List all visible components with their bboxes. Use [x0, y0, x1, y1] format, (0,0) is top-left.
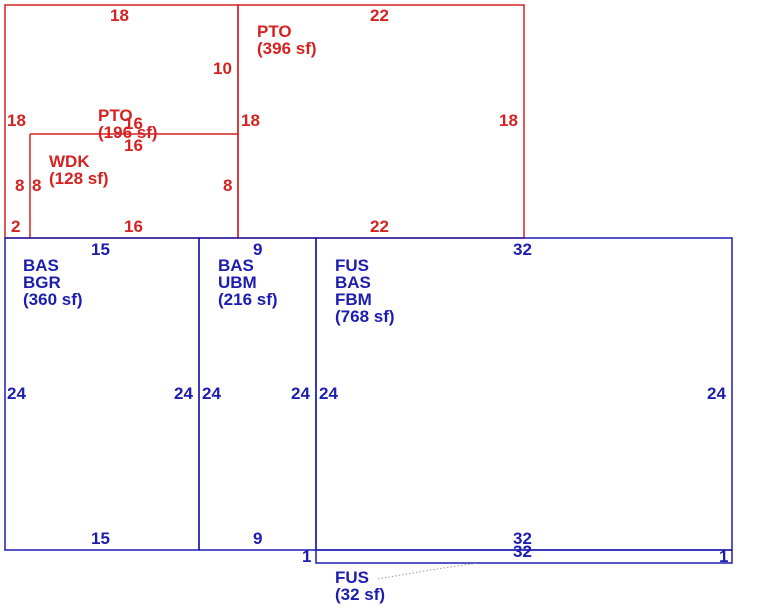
dim-wdk-bottom-16: 16: [124, 217, 143, 236]
area-pto-small-size: (196 sf): [98, 123, 158, 142]
area-right-size: (768 sf): [335, 307, 395, 326]
dim-strip-top: 32: [513, 542, 532, 561]
dim-pto-right-top: 22: [370, 6, 389, 25]
dim-left-outer: 24: [7, 384, 26, 403]
dim-left-bottom: 15: [91, 529, 110, 548]
area-wdk-code: WDK: [49, 152, 90, 171]
dim-middle-right: 24: [291, 384, 310, 403]
dim-wdk-left-8-a: 8: [15, 176, 24, 195]
area-right-line3: FBM: [335, 290, 372, 309]
dim-pto-inner-10: 10: [213, 59, 232, 78]
dim-left-inner: 24: [174, 384, 193, 403]
dim-right-left: 24: [319, 384, 338, 403]
dim-strip-right: 1: [719, 547, 728, 566]
fus-strip-outline: [315, 549, 733, 564]
dim-pto-left-top: 18: [110, 6, 129, 25]
area-left-line2: BGR: [23, 273, 61, 292]
dim-strip-left: 1: [302, 547, 311, 566]
dim-pto-mid-side: 18: [241, 111, 260, 130]
dim-right-bottom: 32: [513, 529, 532, 548]
dim-wdk-right-8: 8: [223, 176, 232, 195]
dim-middle-bottom: 9: [253, 529, 262, 548]
area-pto-large-size: (396 sf): [257, 39, 317, 58]
dim-pto-left-side: 18: [7, 111, 26, 130]
dim-pto-bottom-22: 22: [370, 217, 389, 236]
dim-middle-left: 24: [202, 384, 221, 403]
dim-pto-right-side: 18: [499, 111, 518, 130]
area-wdk-size: (128 sf): [49, 169, 109, 188]
dim-right-outer: 24: [707, 384, 726, 403]
dim-wdk-bottom-2: 2: [11, 217, 20, 236]
area-strip-code: FUS: [335, 568, 369, 587]
area-left-size: (360 sf): [23, 290, 83, 309]
area-right-line2: BAS: [335, 273, 371, 292]
area-pto-small-code: PTO: [98, 106, 133, 125]
dim-left-top: 15: [91, 240, 110, 259]
area-middle-size: (216 sf): [218, 290, 278, 309]
area-right-line1: FUS: [335, 256, 369, 275]
area-middle-line1: BAS: [218, 256, 254, 275]
area-strip-size: (32 sf): [335, 585, 385, 604]
fus-strip-leader: [377, 562, 479, 580]
dim-pto-small-16-b: 16: [124, 136, 143, 155]
fus-bas-fbm-outline: [315, 237, 733, 551]
area-middle-line2: UBM: [218, 273, 257, 292]
area-pto-large-code: PTO: [257, 22, 292, 41]
dim-wdk-left-8-b: 8: [32, 176, 41, 195]
dim-right-top: 32: [513, 240, 532, 259]
dim-middle-top: 9: [253, 240, 262, 259]
area-left-line1: BAS: [23, 256, 59, 275]
dim-pto-small-16-a: 16: [124, 114, 143, 133]
